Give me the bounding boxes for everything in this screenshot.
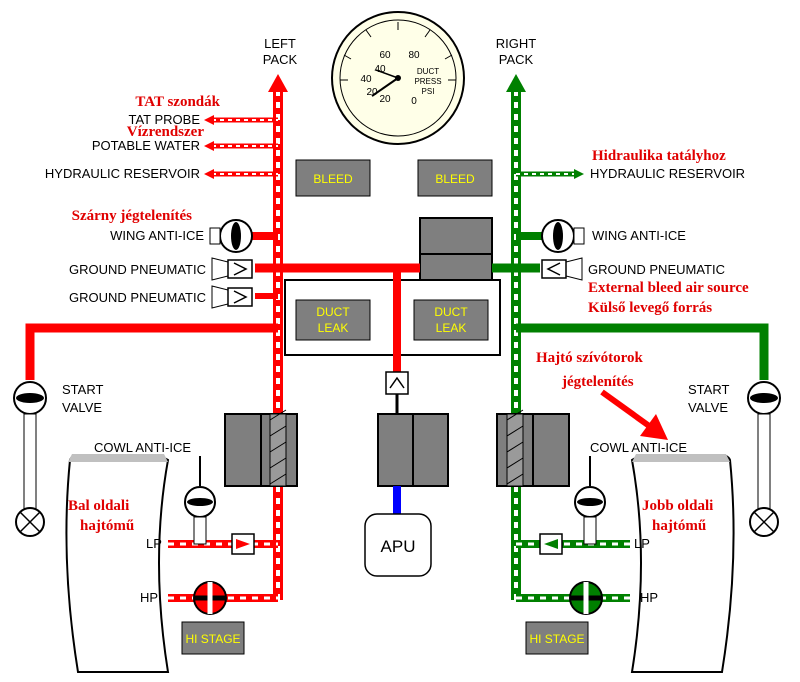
apu-check-valve: [385, 371, 409, 395]
start-valve-right: [747, 381, 781, 511]
bleed-left-text: BLEED: [313, 172, 353, 186]
engine-left: [65, 454, 170, 673]
bleed-box-left: BLEED: [295, 159, 371, 197]
start-valve-left-label-1: START: [62, 382, 103, 397]
annotation-bal-2: hajtómű: [80, 518, 134, 534]
lp-right-label: LP: [634, 536, 650, 551]
start-valve-right-label-2: VALVE: [688, 400, 728, 415]
hp-left-label: HP: [140, 590, 158, 605]
annotation-szarny: Szárny jégtelenítés: [72, 208, 193, 224]
duct-leak-left-2: LEAK: [318, 321, 349, 335]
annotation-tat-szondak: TAT szondák: [135, 94, 220, 110]
hp-valve-right: [569, 581, 603, 615]
apu-label: APU: [381, 537, 416, 556]
starter-right: [749, 507, 779, 537]
annotation-jobb-2: hajtómű: [652, 518, 706, 534]
cowl-anti-ice-valve-right: [574, 456, 606, 545]
duct-pressure-gauge: 60 80 40 20 0 20 40 DUCT PRESS PSI: [331, 11, 465, 145]
lp-left-label: LP: [146, 536, 162, 551]
gauge-label-psi: PSI: [422, 87, 435, 96]
hp-valve-left: [193, 581, 227, 615]
starter-left: [15, 507, 45, 537]
annotation-kulso: Külső levegő forrás: [588, 300, 712, 316]
annotation-jobb-1: Jobb oldali: [642, 498, 713, 514]
left-pack-label-1: LEFT: [264, 36, 296, 51]
ground-pneumatic-right-label: GROUND PNEUMATIC: [588, 262, 725, 277]
hi-stage-right-text: HI STAGE: [529, 632, 584, 646]
hi-stage-right: HI STAGE: [525, 621, 589, 655]
hydraulic-reservoir-right-label: HYDRAULIC RESERVOIR: [590, 166, 745, 181]
gauge-label-press: PRESS: [414, 77, 441, 86]
ground-pneumatic-valve-1: [211, 257, 253, 281]
bleed-right-text: BLEED: [435, 172, 475, 186]
duct-leak-left-1: DUCT: [316, 305, 350, 319]
annotation-arrow: [600, 389, 668, 440]
start-valve-left-label-2: VALVE: [62, 400, 102, 415]
bleed-box-right: BLEED: [417, 159, 493, 197]
wing-anti-ice-left-label: WING ANTI-ICE: [110, 228, 204, 243]
gauge-tick-80: 80: [408, 50, 420, 61]
gauge-tick-40: 40: [360, 74, 372, 85]
start-valve-left: [13, 381, 47, 511]
annotation-hidraulika: Hidraulika tatályhoz: [592, 148, 726, 164]
right-precooler: [496, 409, 570, 487]
annotation-hajto-2: jégtelenítés: [561, 374, 634, 390]
potable-water-label: POTABLE WATER: [92, 138, 200, 153]
right-pack-arrow: [506, 74, 526, 92]
cowl-anti-ice-left-label: COWL ANTI-ICE: [94, 440, 191, 455]
lp-check-valve-right: [539, 533, 563, 555]
duct-leak-right-1: DUCT: [434, 305, 468, 319]
apu-unit: APU: [364, 413, 449, 577]
right-pack-label-1: RIGHT: [496, 36, 537, 51]
wing-anti-ice-valve-right: [541, 219, 585, 253]
ground-pneumatic-valve-2: [211, 285, 253, 309]
gauge-tick-20: 20: [379, 94, 391, 105]
start-valve-right-label-1: START: [688, 382, 729, 397]
hydraulic-reservoir-left-label: HYDRAULIC RESERVOIR: [45, 166, 200, 181]
engine-right: [630, 454, 735, 673]
ground-pneumatic-valve-right: [541, 257, 583, 281]
gauge-label-duct: DUCT: [417, 67, 439, 76]
gauge-inner-tick-40: 40: [374, 64, 386, 75]
annotation-external: External bleed air source: [588, 280, 749, 296]
wing-anti-ice-right-label: WING ANTI-ICE: [592, 228, 686, 243]
annotation-hajto-1: Hajtó szívótorok: [536, 350, 643, 366]
gauge-tick-0: 0: [411, 96, 417, 107]
cowl-anti-ice-right-label: COWL ANTI-ICE: [590, 440, 687, 455]
left-pack-arrow: [268, 74, 288, 92]
hi-stage-left-text: HI STAGE: [185, 632, 240, 646]
lp-check-valve-left: [231, 533, 255, 555]
cowl-anti-ice-valve-left: [184, 456, 216, 545]
hi-stage-left: HI STAGE: [181, 621, 245, 655]
annotation-vizrendszer: Vízrendszer: [127, 124, 205, 140]
duct-leak-right-2: LEAK: [436, 321, 467, 335]
annotation-bal-1: Bal oldali: [68, 498, 129, 514]
tat-probe-label: TAT PROBE: [128, 112, 200, 127]
wing-anti-ice-valve-left: [209, 219, 253, 253]
left-precooler: [224, 409, 298, 487]
ground-pneumatic-1-label: GROUND PNEUMATIC: [69, 262, 206, 277]
duct-leak-panel: DUCT LEAK DUCT LEAK: [284, 279, 501, 356]
ground-pneumatic-2-label: GROUND PNEUMATIC: [69, 290, 206, 305]
isolation-valve-box: [419, 217, 493, 291]
left-pack-label-2: PACK: [263, 52, 298, 67]
hp-right-label: HP: [640, 590, 658, 605]
gauge-inner-tick-20: 20: [366, 87, 378, 98]
right-pack-label-2: PACK: [499, 52, 534, 67]
gauge-tick-60: 60: [379, 50, 391, 61]
